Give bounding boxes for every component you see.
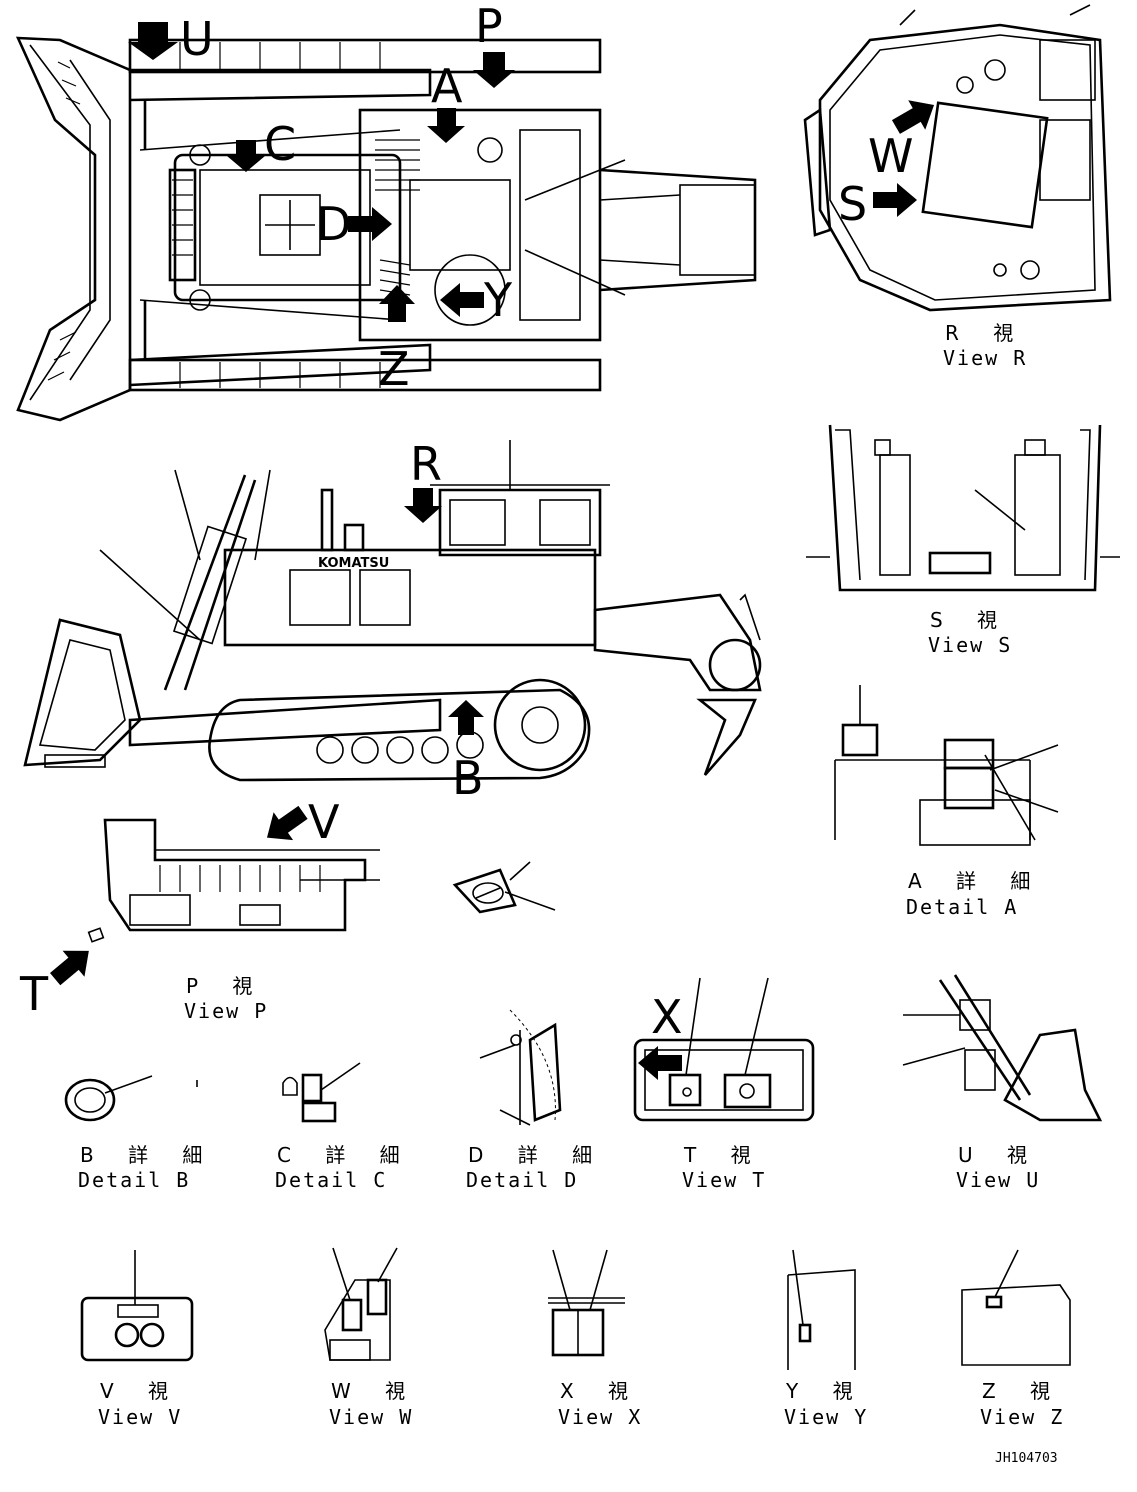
detail-c-drawing bbox=[282, 1062, 361, 1123]
view-t-caption-jp: T 視 bbox=[683, 1143, 765, 1167]
marker-letter-z: Z bbox=[378, 342, 410, 396]
marker-letter-s: S bbox=[838, 177, 867, 231]
detail-a-drawing bbox=[834, 685, 1059, 846]
detail-a-caption-en: Detail A bbox=[906, 895, 1018, 919]
detail-d-drawing bbox=[479, 1009, 562, 1126]
arrow-v-icon bbox=[257, 798, 313, 852]
side-view-drawing: KOMATSU bbox=[23, 440, 762, 782]
marker-letter-p: P bbox=[475, 0, 503, 53]
marker-letter-y: Y bbox=[483, 273, 513, 327]
small-part-drawing bbox=[452, 861, 556, 914]
view-p-caption-jp: P 視 bbox=[186, 974, 266, 998]
arrow-u-icon bbox=[128, 22, 178, 60]
view-s-caption-jp: S 視 bbox=[930, 608, 1011, 632]
view-w-drawing bbox=[324, 1247, 398, 1361]
arrow-y-icon bbox=[440, 283, 484, 317]
view-r-caption-en: View R bbox=[943, 346, 1027, 370]
marker-letter-w: W bbox=[868, 129, 913, 183]
arrow-p-icon bbox=[473, 52, 515, 88]
view-t-caption-en: View T bbox=[682, 1168, 766, 1192]
view-w-caption-jp: W 視 bbox=[331, 1379, 419, 1403]
marker-letter-b: B bbox=[452, 751, 484, 805]
view-r-drawing bbox=[803, 4, 1112, 312]
brand-text: KOMATSU bbox=[318, 556, 389, 571]
arrow-a-icon bbox=[427, 108, 465, 143]
drawing-number: JH104703 bbox=[995, 1451, 1058, 1466]
view-v-caption-jp: V 視 bbox=[100, 1379, 182, 1403]
view-v-drawing bbox=[80, 1250, 194, 1362]
top-view-drawing bbox=[15, 36, 757, 422]
view-y-caption-jp: Y 視 bbox=[785, 1379, 867, 1403]
marker-letter-a: A bbox=[431, 59, 463, 113]
arrow-c-icon bbox=[227, 140, 265, 172]
arrow-b-icon bbox=[448, 700, 484, 735]
detail-b-caption-en: Detail B bbox=[78, 1168, 190, 1192]
arrow-z-icon bbox=[379, 285, 415, 322]
view-z-drawing bbox=[961, 1249, 1071, 1366]
marker-letter-u: U bbox=[180, 12, 214, 66]
detail-c-caption-en: Detail C bbox=[275, 1168, 387, 1192]
arrow-t-icon bbox=[44, 937, 100, 993]
marker-letter-d: D bbox=[316, 197, 351, 251]
marker-letter-x: X bbox=[651, 990, 683, 1044]
view-z-caption-jp: Z 視 bbox=[982, 1379, 1064, 1403]
marker-letter-t: T bbox=[19, 967, 49, 1021]
view-x-caption-jp: X 視 bbox=[560, 1379, 642, 1403]
view-p-drawing bbox=[87, 818, 380, 943]
view-y-drawing bbox=[787, 1249, 856, 1370]
detail-b-caption-jp: B 詳 細 bbox=[80, 1143, 216, 1167]
view-u-drawing bbox=[902, 974, 1103, 1122]
marker-letter-v: V bbox=[308, 795, 340, 849]
arrow-s-icon bbox=[873, 183, 917, 217]
view-z-caption-en: View Z bbox=[980, 1405, 1064, 1429]
detail-c-caption-jp: C 詳 細 bbox=[277, 1143, 414, 1167]
detail-d-caption-jp: D 詳 細 bbox=[468, 1143, 606, 1167]
detail-a-caption-jp: A 詳 細 bbox=[908, 869, 1044, 893]
view-t-drawing bbox=[633, 977, 815, 1122]
view-s-drawing bbox=[806, 424, 1120, 592]
view-r-caption-jp: R 視 bbox=[945, 321, 1027, 345]
arrow-r-icon bbox=[404, 488, 442, 523]
marker-letter-c: C bbox=[264, 117, 296, 171]
view-y-caption-en: View Y bbox=[784, 1405, 868, 1429]
marker-letter-r: R bbox=[410, 437, 442, 491]
view-v-caption-en: View V bbox=[98, 1405, 182, 1429]
view-p-caption-en: View P bbox=[184, 999, 268, 1023]
view-x-drawing bbox=[548, 1249, 625, 1357]
view-u-caption-jp: U 視 bbox=[958, 1143, 1041, 1167]
detail-b-drawing bbox=[64, 1075, 198, 1122]
view-x-caption-en: View X bbox=[558, 1405, 642, 1429]
view-s-caption-en: View S bbox=[928, 633, 1012, 657]
detail-d-caption-en: Detail D bbox=[466, 1168, 578, 1192]
view-w-caption-en: View W bbox=[329, 1405, 413, 1429]
view-u-caption-en: View U bbox=[956, 1168, 1040, 1192]
